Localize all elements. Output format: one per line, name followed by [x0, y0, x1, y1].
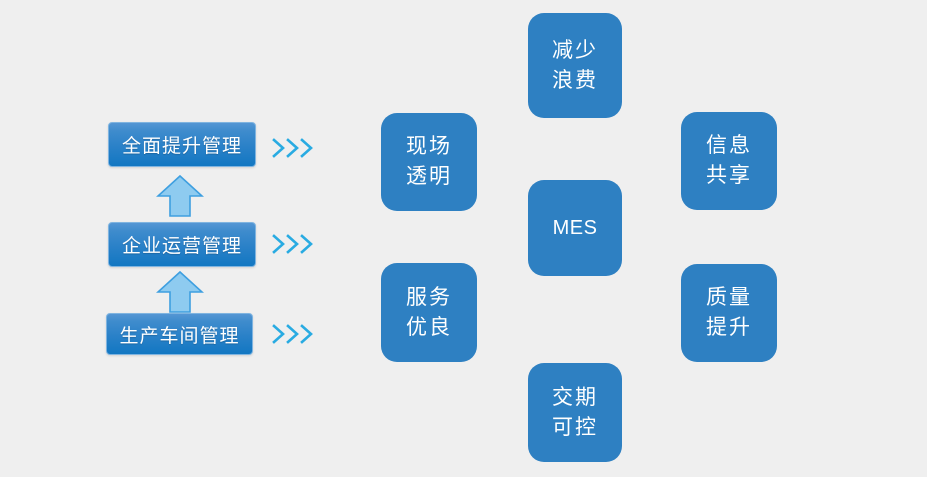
center-label: MES [552, 217, 598, 239]
hierarchy-level-bottom[interactable]: 生产车间管理 [106, 313, 253, 355]
benefit-card-line: 透明 [406, 165, 452, 188]
benefit-card-line: 提升 [706, 316, 752, 339]
triple-chevron-right-icon [271, 232, 317, 256]
benefit-card-line: 现场 [406, 135, 452, 158]
benefit-card-line: 信息 [706, 134, 752, 157]
benefit-card-quality-improvement[interactable]: 质量 提升 [681, 264, 777, 362]
benefit-card-information-sharing[interactable]: 信息 共享 [681, 112, 777, 210]
triple-chevron-right-icon [271, 136, 317, 160]
hierarchy-level-top[interactable]: 全面提升管理 [108, 122, 256, 167]
benefit-card-delivery-control[interactable]: 交期 可控 [528, 363, 622, 462]
arrow-up-icon [155, 174, 205, 218]
hierarchy-level-middle-label: 企业运营管理 [121, 236, 242, 257]
triple-chevron-right-icon [271, 322, 317, 346]
hierarchy-level-bottom-label: 生产车间管理 [119, 325, 240, 347]
arrow-up-icon [155, 270, 205, 314]
benefit-card-site-transparency[interactable]: 现场 透明 [381, 113, 477, 211]
benefit-card-line: 共享 [706, 164, 752, 187]
benefit-card-line: 交期 [552, 385, 598, 409]
benefit-card-line: 减少 [552, 38, 598, 62]
benefit-card-service-quality[interactable]: 服务 优良 [381, 263, 477, 362]
benefit-card-reduce-waste[interactable]: 减少 浪费 [528, 13, 622, 118]
benefit-card-line: 质量 [706, 286, 752, 309]
hierarchy-level-middle[interactable]: 企业运营管理 [108, 222, 256, 267]
benefit-card-line: 优良 [406, 315, 452, 339]
benefit-card-center-mes[interactable]: MES [528, 180, 622, 276]
benefit-card-line: 可控 [552, 415, 598, 439]
benefit-card-line: 服务 [406, 285, 452, 309]
benefit-card-line: 浪费 [552, 68, 598, 92]
hierarchy-level-top-label: 全面提升管理 [121, 136, 242, 157]
